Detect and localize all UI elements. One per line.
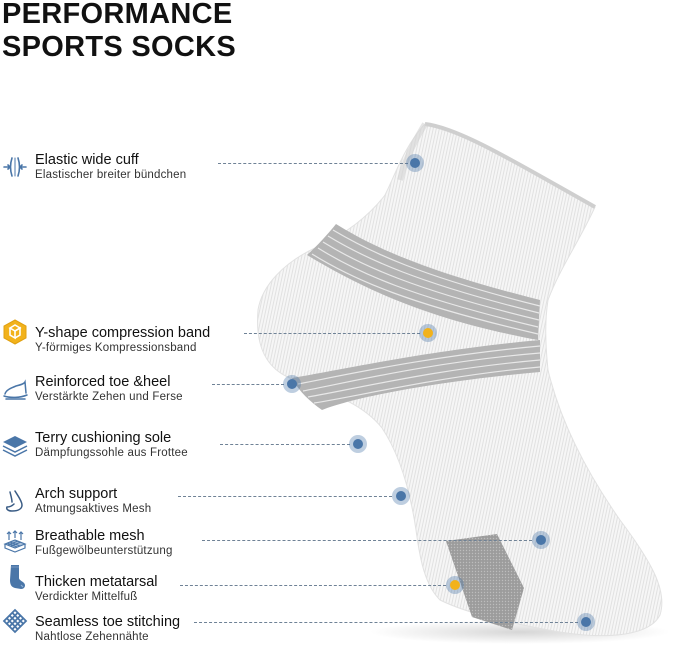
marker-toe-stitching[interactable] bbox=[577, 613, 595, 631]
leader-line-compression bbox=[244, 333, 420, 334]
feature-title: Elastic wide cuff bbox=[35, 152, 139, 168]
marker-arch[interactable] bbox=[392, 487, 410, 505]
marker-mesh[interactable] bbox=[532, 531, 550, 549]
feature-subtitle: Fußgewölbeunterstützung bbox=[35, 545, 173, 557]
feature-title: Y-shape compression band bbox=[35, 325, 211, 341]
marker-metatarsal[interactable] bbox=[446, 576, 464, 594]
marker-terry-sole[interactable] bbox=[349, 435, 367, 453]
feature-subtitle: Verdickter Mittelfuß bbox=[35, 591, 138, 603]
feature-subtitle: Dämpfungssohle aus Frottee bbox=[35, 447, 188, 459]
elastic-compress-icon bbox=[3, 157, 27, 177]
marker-toe-heel[interactable] bbox=[283, 375, 301, 393]
feature-title: Terry cushioning sole bbox=[35, 430, 172, 446]
feature-subtitle: Atmungsaktives Mesh bbox=[35, 503, 152, 515]
foot-sole-icon bbox=[3, 379, 28, 400]
title-line-2: SPORTS SOCKS bbox=[2, 31, 237, 63]
marker-cuff[interactable] bbox=[406, 154, 424, 172]
leader-line-arch bbox=[178, 496, 392, 497]
foot-arch-icon bbox=[6, 490, 23, 512]
title-line-1: PERFORMANCE bbox=[2, 0, 233, 30]
leader-line-metatarsal bbox=[180, 585, 446, 586]
feature-title: Arch support bbox=[35, 486, 118, 502]
page-title: PERFORMANCE SPORTS SOCKS bbox=[2, 0, 236, 64]
feature-subtitle: Nahtlose Zehennähte bbox=[35, 631, 149, 643]
feature-title: Reinforced toe &heel bbox=[35, 374, 171, 390]
feature-title: Thicken metatarsal bbox=[35, 574, 158, 590]
knot-stitch-icon bbox=[2, 608, 28, 634]
feature-title: Breathable mesh bbox=[35, 528, 145, 544]
feature-title: Seamless toe stitching bbox=[35, 614, 181, 630]
feature-subtitle: Verstärkte Zehen und Ferse bbox=[35, 391, 183, 403]
leader-line-toe-heel bbox=[212, 384, 284, 385]
feature-subtitle: Elastischer breiter bündchen bbox=[35, 169, 187, 181]
mesh-airflow-icon bbox=[3, 530, 27, 553]
leader-line-cuff bbox=[218, 163, 408, 164]
cube-icon bbox=[3, 319, 27, 345]
sock-icon bbox=[10, 565, 25, 589]
leader-line-toe-stitching bbox=[194, 622, 578, 623]
leader-line-terry-sole bbox=[220, 444, 350, 445]
feature-subtitle: Y-förmiges Kompressionsband bbox=[35, 342, 197, 354]
layers-icon bbox=[2, 436, 28, 457]
leader-line-mesh bbox=[202, 540, 532, 541]
marker-compression[interactable] bbox=[419, 324, 437, 342]
